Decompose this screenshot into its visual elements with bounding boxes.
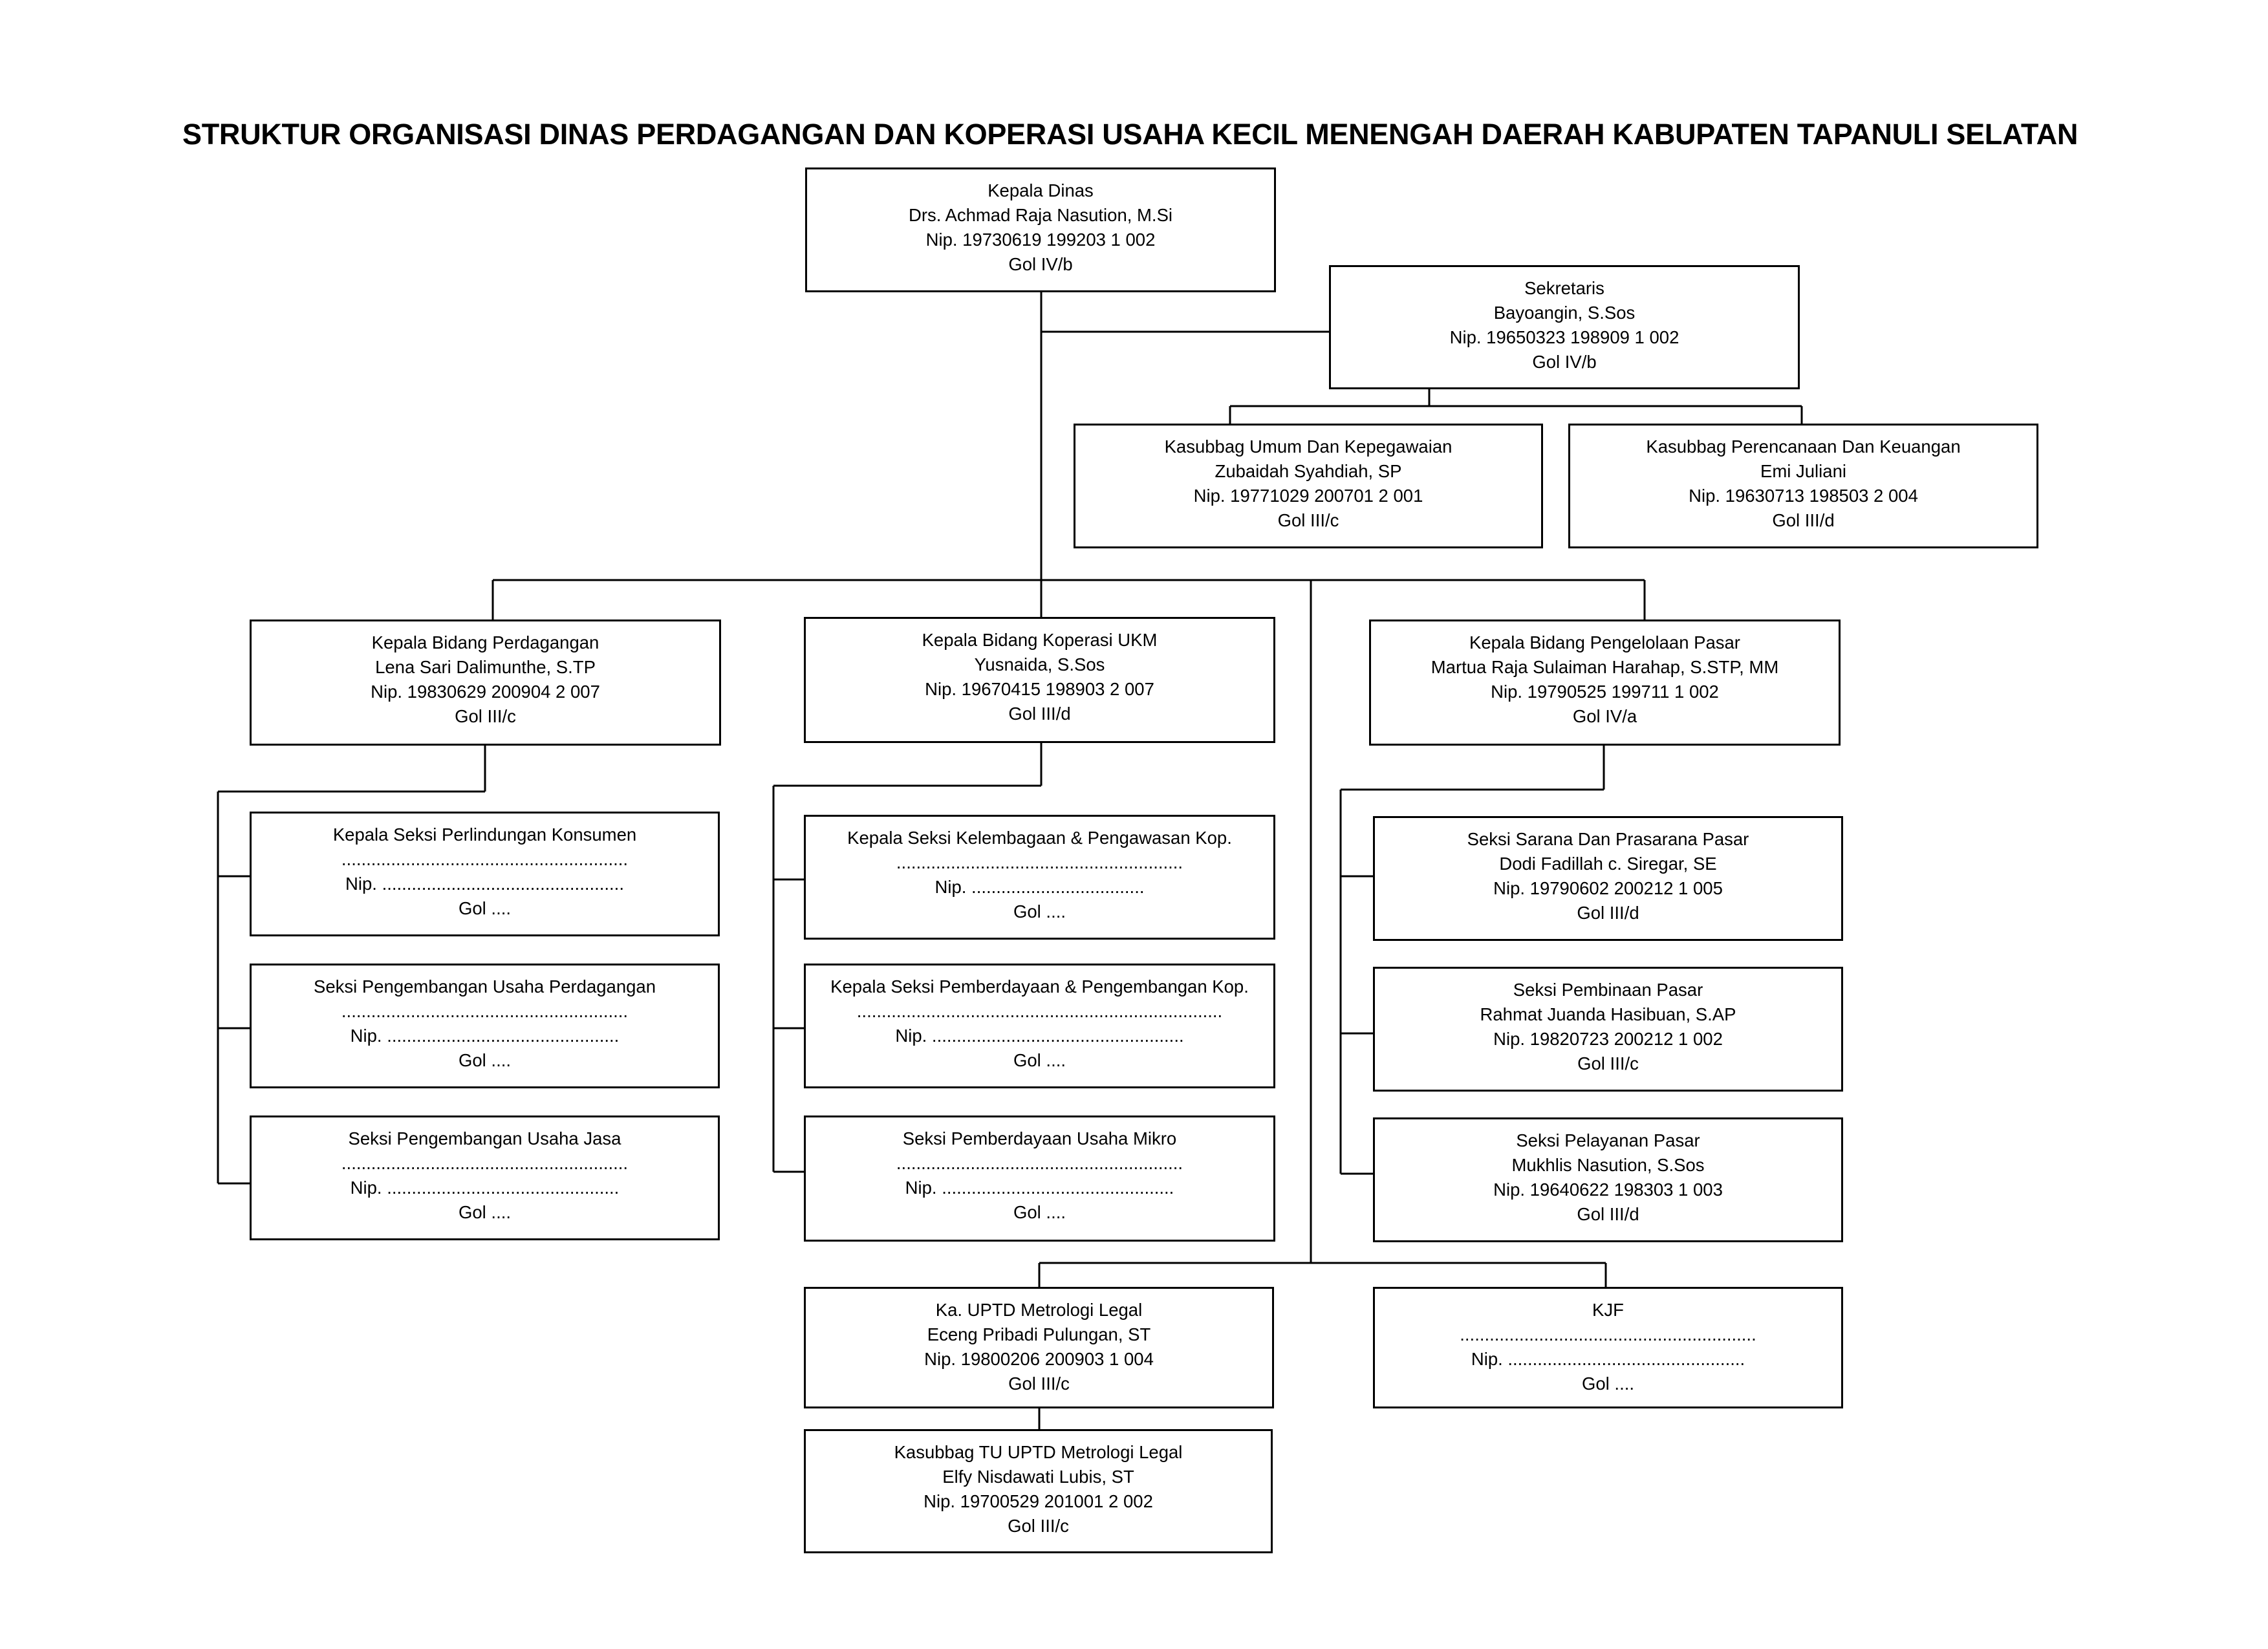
box-role: Seksi Pemberdayaan Usaha Mikro: [902, 1128, 1177, 1148]
box-nip: Nip. ...................................…: [350, 1026, 620, 1046]
box-kabid-perdagangan: Kepala Bidang Perdagangan Lena Sari Dali…: [250, 620, 721, 746]
box-nip: Nip. ...................................: [934, 877, 1145, 897]
box-gol: Gol IV/a: [1572, 706, 1637, 726]
box-gol: Gol ....: [459, 1202, 511, 1222]
box-person: Mukhlis Nasution, S.Sos: [1511, 1155, 1705, 1175]
box-gol: Gol III/c: [1008, 1374, 1070, 1394]
box-nip: Nip. ...................................…: [345, 874, 624, 894]
box-role: Kasubbag Umum Dan Kepegawaian: [1164, 436, 1453, 457]
box-nip: Nip. 19630713 198503 2 004: [1689, 486, 1918, 506]
box-gol: Gol ....: [1013, 1202, 1066, 1222]
box-nip: Nip. 19730619 199203 1 002: [925, 230, 1156, 250]
box-gol: Gol IV/b: [1008, 254, 1073, 274]
box-person: ........................................…: [896, 1153, 1183, 1173]
box-person: ........................................…: [341, 1001, 629, 1021]
box-role: Seksi Pembinaan Pasar: [1513, 980, 1703, 1000]
box-person: Yusnaida, S.Sos: [974, 654, 1105, 674]
box-person: Dodi Fadillah c. Siregar, SE: [1499, 854, 1717, 874]
box-role: Seksi Sarana Dan Prasarana Pasar: [1467, 829, 1749, 849]
box-person: Eceng Pribadi Pulungan, ST: [927, 1324, 1151, 1344]
box-person: Zubaidah Syahdiah, SP: [1215, 461, 1402, 481]
box-person: ........................................…: [856, 1001, 1223, 1021]
box-seksi-usaha-mikro: Seksi Pemberdayaan Usaha Mikro .........…: [804, 1116, 1275, 1242]
box-person: ........................................…: [1460, 1324, 1756, 1344]
box-gol: Gol III/c: [1277, 510, 1339, 530]
box-kabid-pasar: Kepala Bidang Pengelolaan Pasar Martua R…: [1369, 620, 1841, 746]
box-gol: Gol ....: [459, 1050, 511, 1070]
box-role: Seksi Pelayanan Pasar: [1516, 1130, 1700, 1150]
box-seksi-kelembagaan: Kepala Seksi Kelembagaan & Pengawasan Ko…: [804, 815, 1275, 940]
box-gol: Gol IV/b: [1532, 352, 1597, 372]
box-role: Kepala Bidang Koperasi UKM: [922, 630, 1158, 650]
box-seksi-pelayanan-pasar: Seksi Pelayanan Pasar Mukhlis Nasution, …: [1373, 1117, 1843, 1242]
box-gol: Gol III/d: [1577, 1204, 1639, 1224]
box-seksi-pembinaan-pasar: Seksi Pembinaan Pasar Rahmat Juanda Hasi…: [1373, 967, 1843, 1092]
box-role: Kasubbag Perencanaan Dan Keuangan: [1646, 436, 1961, 457]
box-role: Kepala Seksi Kelembagaan & Pengawasan Ko…: [847, 828, 1232, 848]
box-gol: Gol III/c: [1577, 1053, 1639, 1073]
box-kasubbag-umum: Kasubbag Umum Dan Kepegawaian Zubaidah S…: [1074, 424, 1543, 548]
box-role: Kepala Dinas: [988, 180, 1094, 200]
box-nip: Nip. 19670415 198903 2 007: [925, 679, 1154, 699]
box-gol: Gol ....: [1013, 901, 1066, 921]
box-gol: Gol III/c: [455, 706, 516, 726]
box-role: Kepala Bidang Perdagangan: [371, 632, 599, 652]
box-gol: Gol III/c: [1008, 1516, 1069, 1536]
box-role: Seksi Pengembangan Usaha Jasa: [348, 1128, 621, 1148]
box-nip: Nip. 19771029 200701 2 001: [1193, 486, 1423, 506]
box-person: Rahmat Juanda Hasibuan, S.AP: [1480, 1004, 1736, 1024]
box-gol: Gol ....: [1013, 1050, 1066, 1070]
box-sekretaris: Sekretaris Bayoangin, S.Sos Nip. 1965032…: [1329, 265, 1800, 389]
box-person: ........................................…: [341, 1153, 629, 1173]
box-role: KJF: [1592, 1300, 1624, 1320]
box-nip: Nip. 19820723 200212 1 002: [1493, 1029, 1723, 1049]
box-gol: Gol III/d: [1008, 704, 1071, 724]
box-person: ........................................…: [341, 849, 629, 869]
box-nip: Nip. ...................................…: [895, 1026, 1184, 1046]
box-role: Ka. UPTD Metrologi Legal: [935, 1300, 1143, 1320]
box-role: Kepala Seksi Pemberdayaan & Pengembangan…: [830, 976, 1249, 997]
box-kepala-dinas: Kepala Dinas Drs. Achmad Raja Nasution, …: [805, 167, 1276, 292]
box-role: Kepala Seksi Perlindungan Konsumen: [332, 824, 637, 845]
box-uptd-metrologi: Ka. UPTD Metrologi Legal Eceng Pribadi P…: [804, 1287, 1274, 1408]
box-nip: Nip. 19640622 198303 1 003: [1493, 1180, 1723, 1200]
box-nip: Nip. 19790602 200212 1 005: [1493, 878, 1723, 898]
box-person: Drs. Achmad Raja Nasution, M.Si: [908, 205, 1173, 225]
box-nip: Nip. 19700529 201001 2 002: [923, 1491, 1153, 1511]
box-kjf: KJF ....................................…: [1373, 1287, 1843, 1408]
box-role: Kasubbag TU UPTD Metrologi Legal: [894, 1442, 1183, 1462]
box-nip: Nip. 19790525 199711 1 002: [1491, 682, 1719, 702]
box-nip: Nip. ...................................…: [350, 1178, 620, 1198]
box-role: Kepala Bidang Pengelolaan Pasar: [1469, 632, 1740, 652]
box-person: ........................................…: [896, 852, 1183, 872]
box-person: Lena Sari Dalimunthe, S.TP: [375, 657, 596, 677]
box-seksi-usaha-jasa: Seksi Pengembangan Usaha Jasa ..........…: [250, 1116, 720, 1240]
chart-title: STRUKTUR ORGANISASI DINAS PERDAGANGAN DA…: [182, 118, 2079, 151]
box-nip: Nip. ...................................…: [905, 1178, 1174, 1198]
box-gol: Gol ....: [459, 898, 511, 918]
box-gol: Gol III/d: [1577, 903, 1639, 923]
box-kasubbag-tu-uptd: Kasubbag TU UPTD Metrologi Legal Elfy Ni…: [804, 1429, 1273, 1553]
box-seksi-perlindungan-konsumen: Kepala Seksi Perlindungan Konsumen .....…: [250, 812, 720, 936]
box-role: Seksi Pengembangan Usaha Perdagangan: [314, 976, 656, 997]
box-person: Bayoangin, S.Sos: [1493, 303, 1636, 323]
box-person: Elfy Nisdawati Lubis, ST: [942, 1467, 1134, 1487]
box-nip: Nip. 19650323 198909 1 002: [1449, 327, 1679, 347]
box-seksi-pemberdayaan-kop: Kepala Seksi Pemberdayaan & Pengembangan…: [804, 964, 1275, 1088]
box-nip: Nip. 19830629 200904 2 007: [371, 682, 600, 702]
box-person: Emi Juliani: [1760, 461, 1846, 481]
box-kabid-koperasi: Kepala Bidang Koperasi UKM Yusnaida, S.S…: [804, 617, 1275, 743]
box-seksi-usaha-perdagangan: Seksi Pengembangan Usaha Perdagangan ...…: [250, 964, 720, 1088]
box-person: Martua Raja Sulaiman Harahap, S.STP, MM: [1431, 657, 1779, 677]
box-seksi-sarana-prasarana: Seksi Sarana Dan Prasarana Pasar Dodi Fa…: [1373, 816, 1843, 941]
box-nip: Nip. 19800206 200903 1 004: [924, 1349, 1154, 1369]
box-gol: Gol ....: [1582, 1374, 1634, 1394]
box-gol: Gol III/d: [1772, 510, 1835, 530]
box-kasubbag-perencanaan: Kasubbag Perencanaan Dan Keuangan Emi Ju…: [1568, 424, 2038, 548]
box-nip: Nip. ...................................…: [1471, 1349, 1745, 1369]
box-role: Sekretaris: [1524, 278, 1604, 298]
